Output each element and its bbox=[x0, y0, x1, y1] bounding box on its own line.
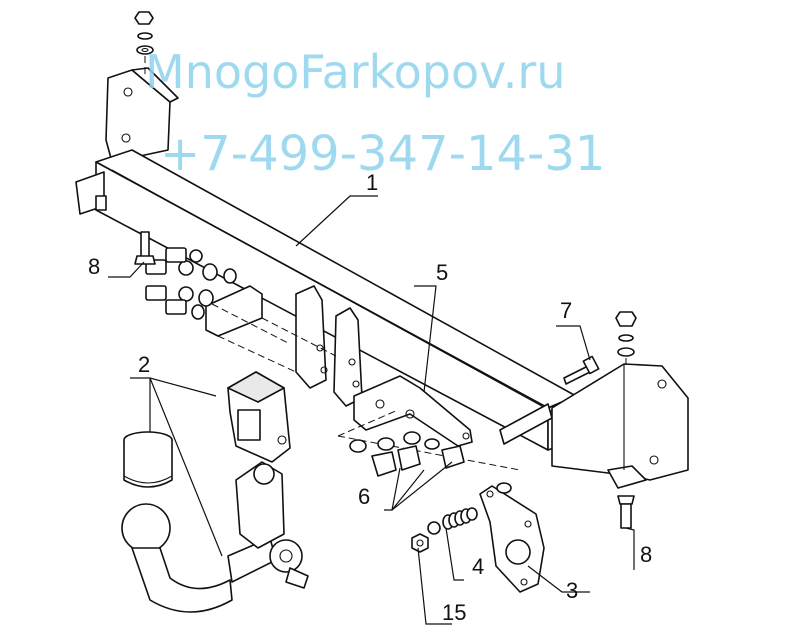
left-bolt-cluster bbox=[145, 247, 291, 345]
left-bracket-bolt-stack bbox=[134, 11, 154, 78]
ball-cover bbox=[123, 431, 173, 488]
leader-lines bbox=[108, 195, 635, 625]
callout-label-3: 3 bbox=[566, 578, 578, 603]
nut bbox=[411, 533, 429, 553]
socket-mounting-bracket bbox=[337, 375, 521, 471]
left-vertical-bolt bbox=[134, 231, 156, 265]
callout-label-8-right: 8 bbox=[640, 542, 652, 567]
callout-label-15: 15 bbox=[442, 600, 466, 625]
callout-label-8-left: 8 bbox=[88, 254, 100, 279]
socket-plate bbox=[479, 482, 545, 593]
right-mounting-bracket bbox=[551, 363, 689, 489]
callout-label-2: 2 bbox=[138, 352, 150, 377]
spring-assembly bbox=[427, 507, 478, 535]
callout-label-5: 5 bbox=[436, 260, 448, 285]
callout-label-7: 7 bbox=[560, 298, 572, 323]
watermark-site: MnogoFarkopov.ru bbox=[145, 45, 566, 99]
watermark-phone: +7-499-347-14-31 bbox=[160, 126, 605, 182]
callout-label-1: 1 bbox=[366, 170, 378, 195]
right-bracket-bolt-stack bbox=[615, 311, 637, 368]
socket-bolt-group bbox=[349, 431, 465, 477]
tow-ball-arm bbox=[121, 461, 309, 613]
ball-clamp-block bbox=[227, 371, 291, 463]
callout-label-6: 6 bbox=[358, 484, 370, 509]
left-mounting-bracket bbox=[105, 67, 179, 163]
right-vertical-bolt bbox=[617, 495, 635, 529]
callout-label-4: 4 bbox=[472, 554, 484, 579]
crossbar-flange-plates bbox=[205, 285, 363, 407]
side-bolt bbox=[563, 355, 600, 385]
